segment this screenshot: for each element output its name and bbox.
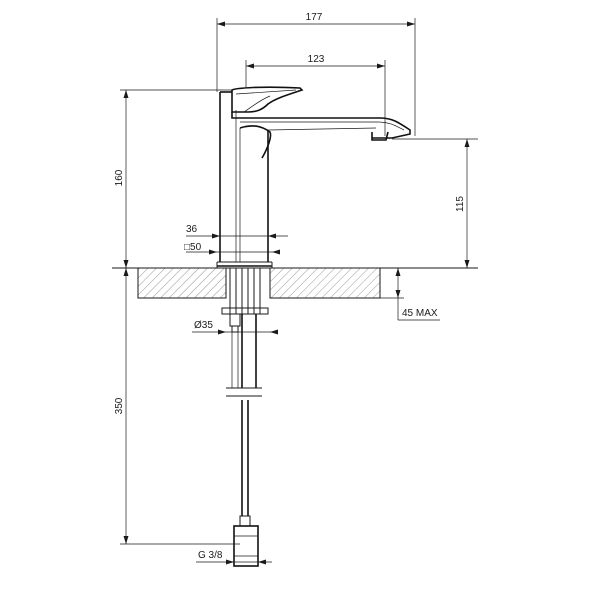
hose-length-label: 350 bbox=[114, 397, 125, 414]
dimension-lines bbox=[120, 18, 478, 565]
base-square-label: □50 bbox=[184, 242, 202, 253]
max-deck-thickness-label: 45 MAX bbox=[402, 308, 438, 319]
lever-handle bbox=[231, 86, 304, 113]
countertop bbox=[112, 267, 478, 299]
shank-and-hoses bbox=[221, 268, 269, 567]
overall-width-label: 177 bbox=[306, 12, 323, 23]
spout bbox=[231, 112, 411, 159]
body-width-label: 36 bbox=[186, 224, 198, 235]
faucet-body bbox=[216, 91, 273, 268]
hole-diameter-label: Ø35 bbox=[194, 320, 213, 331]
spout-reach-label: 123 bbox=[308, 54, 325, 65]
spout-height-label: 115 bbox=[455, 196, 466, 212]
overall-height-label: 160 bbox=[114, 169, 125, 186]
connection-thread-label: G 3/8 bbox=[198, 550, 223, 561]
